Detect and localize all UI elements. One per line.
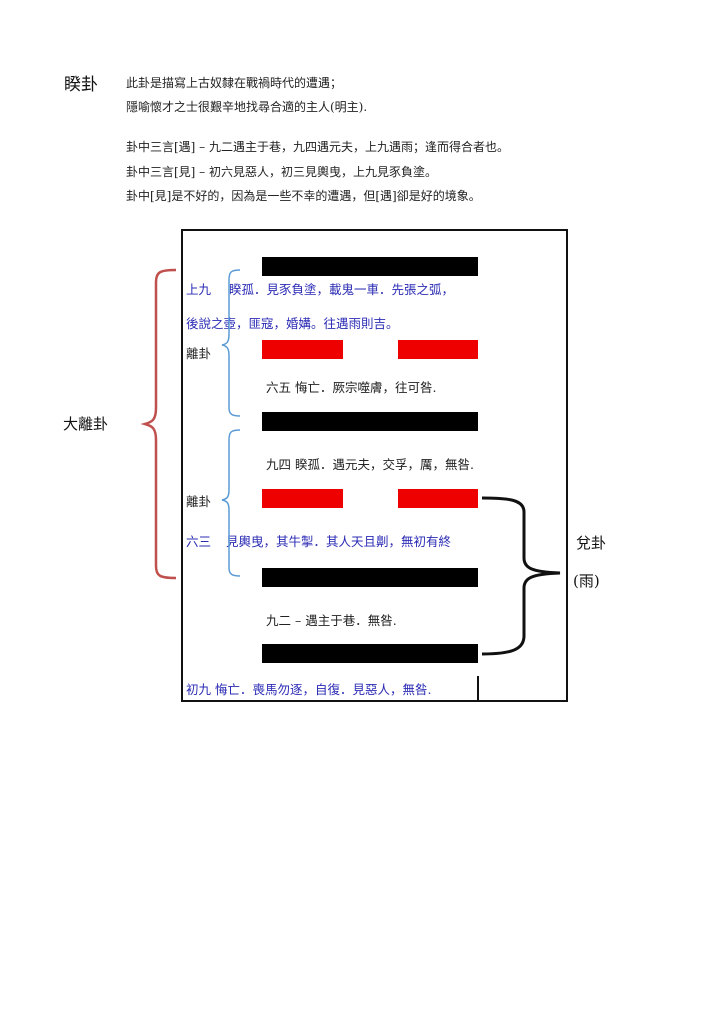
big-li-bracket xyxy=(140,268,177,580)
note-line-3: 卦中[見]是不好的，因為是一些不幸的遭遇，但[遇]卻是好的境象。 xyxy=(126,189,481,203)
line-top-label: 上九 xyxy=(186,282,212,297)
line-fourth-yang-bar xyxy=(262,412,478,431)
line-top-text-1: 睽孤．見豕負塗，載鬼一車．先張之弧， xyxy=(229,282,455,297)
line-third-label: 六三 xyxy=(186,534,212,549)
li-lower-label: 離卦 xyxy=(186,494,212,509)
dui-bracket xyxy=(481,496,561,656)
line-fourth-text: 九四 睽孤．遇元夫，交孚，厲，無咎. xyxy=(266,457,474,472)
li-upper-bracket xyxy=(221,269,241,417)
line-first-yang-bar xyxy=(262,644,478,663)
line-third-text: 見輿曳，其牛掣．其人天且劓，無初有終 xyxy=(226,534,452,549)
line-top-yang-bar xyxy=(262,257,478,276)
rain-label: (雨) xyxy=(573,572,600,590)
li-upper-label: 離卦 xyxy=(186,346,212,361)
dui-label: 兌卦 xyxy=(576,534,607,552)
line-second-yang-bar xyxy=(262,568,478,587)
line-top-text-2: 後說之壺，匪寇，婚媾。往遇雨則吉。 xyxy=(186,316,399,331)
note-line-2: 卦中三言[見] – 初六見惡人，初三見輿曳，上九見豕負塗。 xyxy=(126,165,437,179)
line-second-text: 九二 – 遇主于巷．無咎. xyxy=(266,613,397,628)
line-fifth-yin-bar-left xyxy=(262,340,343,359)
line-first-text: 初九 悔亡．喪馬勿逐，自復．見惡人，無咎. xyxy=(186,682,432,697)
li-lower-bracket xyxy=(221,429,241,577)
page-title: 睽卦 xyxy=(64,75,98,95)
hexagram-frame xyxy=(181,229,568,702)
big-li-label: 大離卦 xyxy=(63,415,109,433)
line-third-yin-bar-right xyxy=(398,489,478,508)
intro-line-2: 隱喻懷才之士很艱辛地找尋合適的主人(明主). xyxy=(126,100,368,114)
line-fifth-text: 六五 悔亡．厥宗噬膚，往可咎. xyxy=(266,380,437,395)
frame-inner-divider xyxy=(477,676,479,702)
line-third-yin-bar-left xyxy=(262,489,343,508)
intro-line-1: 此卦是描寫上古奴隸在戰禍時代的遭遇； xyxy=(126,76,343,90)
note-line-1: 卦中三言[遇] – 九二遇主于巷，九四遇元夫，上九遇雨；逢而得合者也。 xyxy=(126,140,509,154)
line-fifth-yin-bar-right xyxy=(398,340,478,359)
